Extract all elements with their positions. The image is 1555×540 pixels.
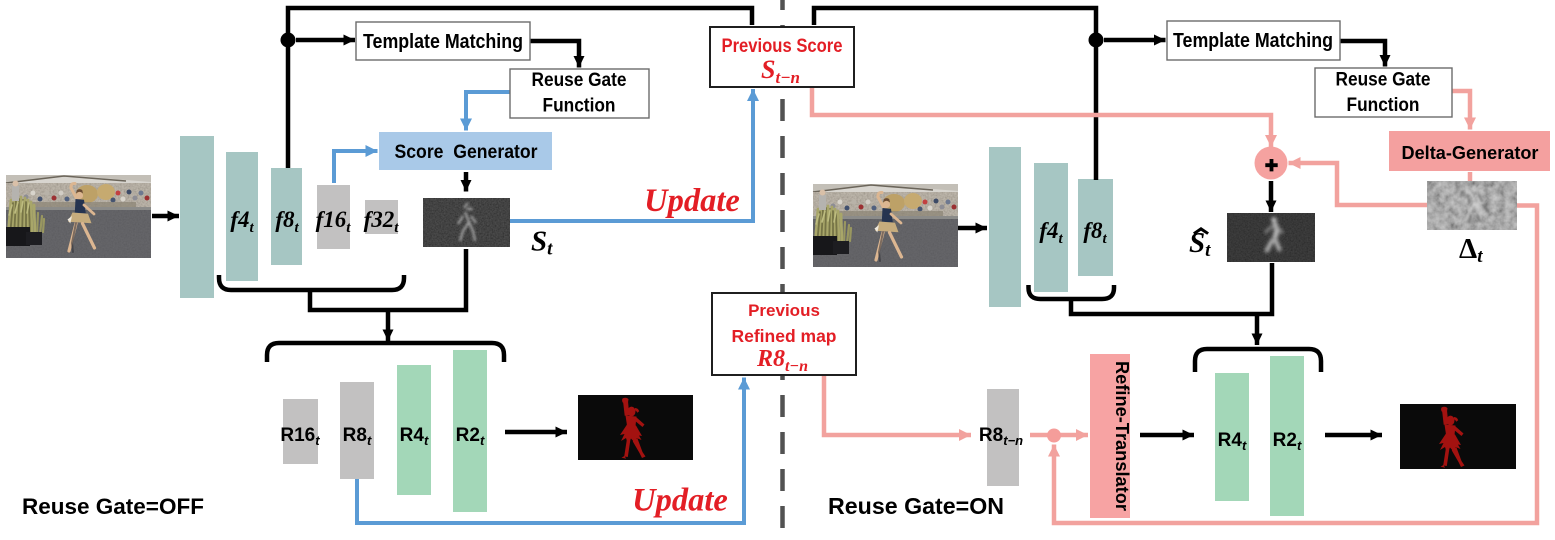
svg-text:Previous Score: Previous Score xyxy=(722,36,843,57)
svg-text:Function: Function xyxy=(543,96,616,117)
svg-text:Update: Update xyxy=(644,183,740,219)
svg-text:Reuse Gate: Reuse Gate xyxy=(1336,70,1431,91)
svg-text:Template Matching: Template Matching xyxy=(363,31,523,53)
svg-text:Reuse Gate: Reuse Gate xyxy=(532,70,627,91)
svg-text:Reuse Gate=ON: Reuse Gate=ON xyxy=(828,493,1004,519)
svg-text:R4t: R4t xyxy=(1218,430,1247,453)
svg-text:R16t: R16t xyxy=(280,425,320,448)
svg-text:Δt: Δt xyxy=(1459,233,1483,267)
svg-text:Update: Update xyxy=(632,483,728,519)
svg-text:f32t: f32t xyxy=(364,207,400,236)
svg-text:Refine-Translator: Refine-Translator xyxy=(1112,361,1132,511)
svg-text:R8t: R8t xyxy=(343,425,372,448)
svg-text:Previous: Previous xyxy=(748,301,820,320)
svg-text:Template Matching: Template Matching xyxy=(1173,30,1333,52)
svg-text:R8t−n: R8t−n xyxy=(756,346,808,375)
svg-text:R2t: R2t xyxy=(1273,430,1302,453)
svg-text:Score Generator: Score Generator xyxy=(395,142,539,163)
svg-text:Reuse Gate=OFF: Reuse Gate=OFF xyxy=(22,494,204,519)
svg-text:R2t: R2t xyxy=(456,425,485,448)
svg-text:f16t: f16t xyxy=(316,207,352,236)
svg-text:R4t: R4t xyxy=(400,425,429,448)
svg-text:Delta-Generator: Delta-Generator xyxy=(1402,142,1539,163)
svg-text:St: St xyxy=(531,226,553,260)
svg-text:Function: Function xyxy=(1347,95,1420,116)
svg-text:St−n: St−n xyxy=(761,55,800,87)
svg-text:Refined map: Refined map xyxy=(731,326,836,346)
